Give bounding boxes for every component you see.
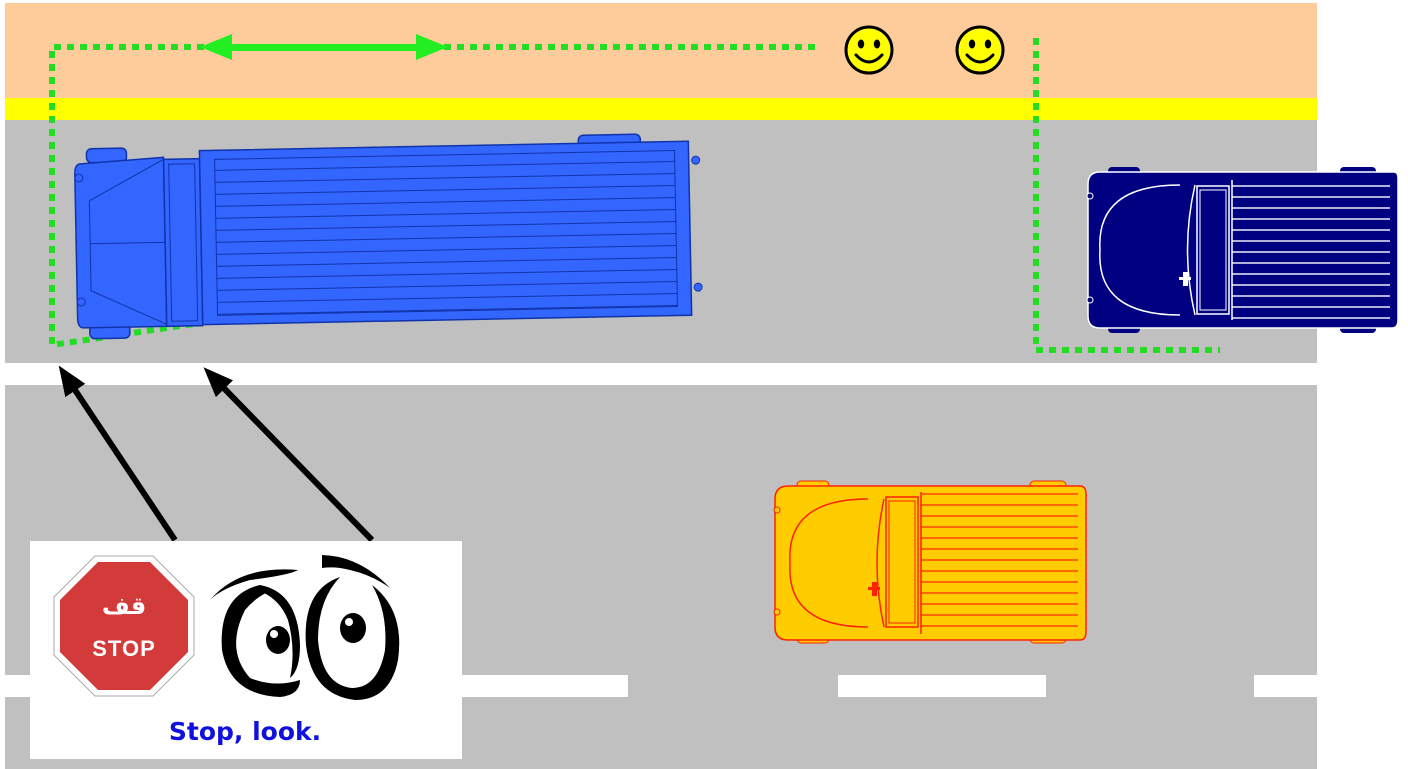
- stop-sign-arabic: قف: [102, 592, 146, 620]
- smiley-face-icon: [955, 25, 1005, 75]
- sidewalk: [5, 3, 1317, 98]
- car-icon: [773, 480, 1087, 644]
- caption-text: Stop, look.: [169, 717, 321, 746]
- van-icon: [1086, 167, 1399, 333]
- stop-sign-icon: قف STOP: [53, 555, 195, 697]
- smiley-face-icon: [844, 25, 894, 75]
- curb: [5, 98, 1317, 120]
- truck-icon: [74, 133, 703, 340]
- stop-sign-label: STOP: [92, 636, 156, 661]
- look-arrows: [58, 365, 375, 543]
- eyes-icon: [210, 555, 400, 700]
- crossing-gap-arrow: [200, 34, 448, 60]
